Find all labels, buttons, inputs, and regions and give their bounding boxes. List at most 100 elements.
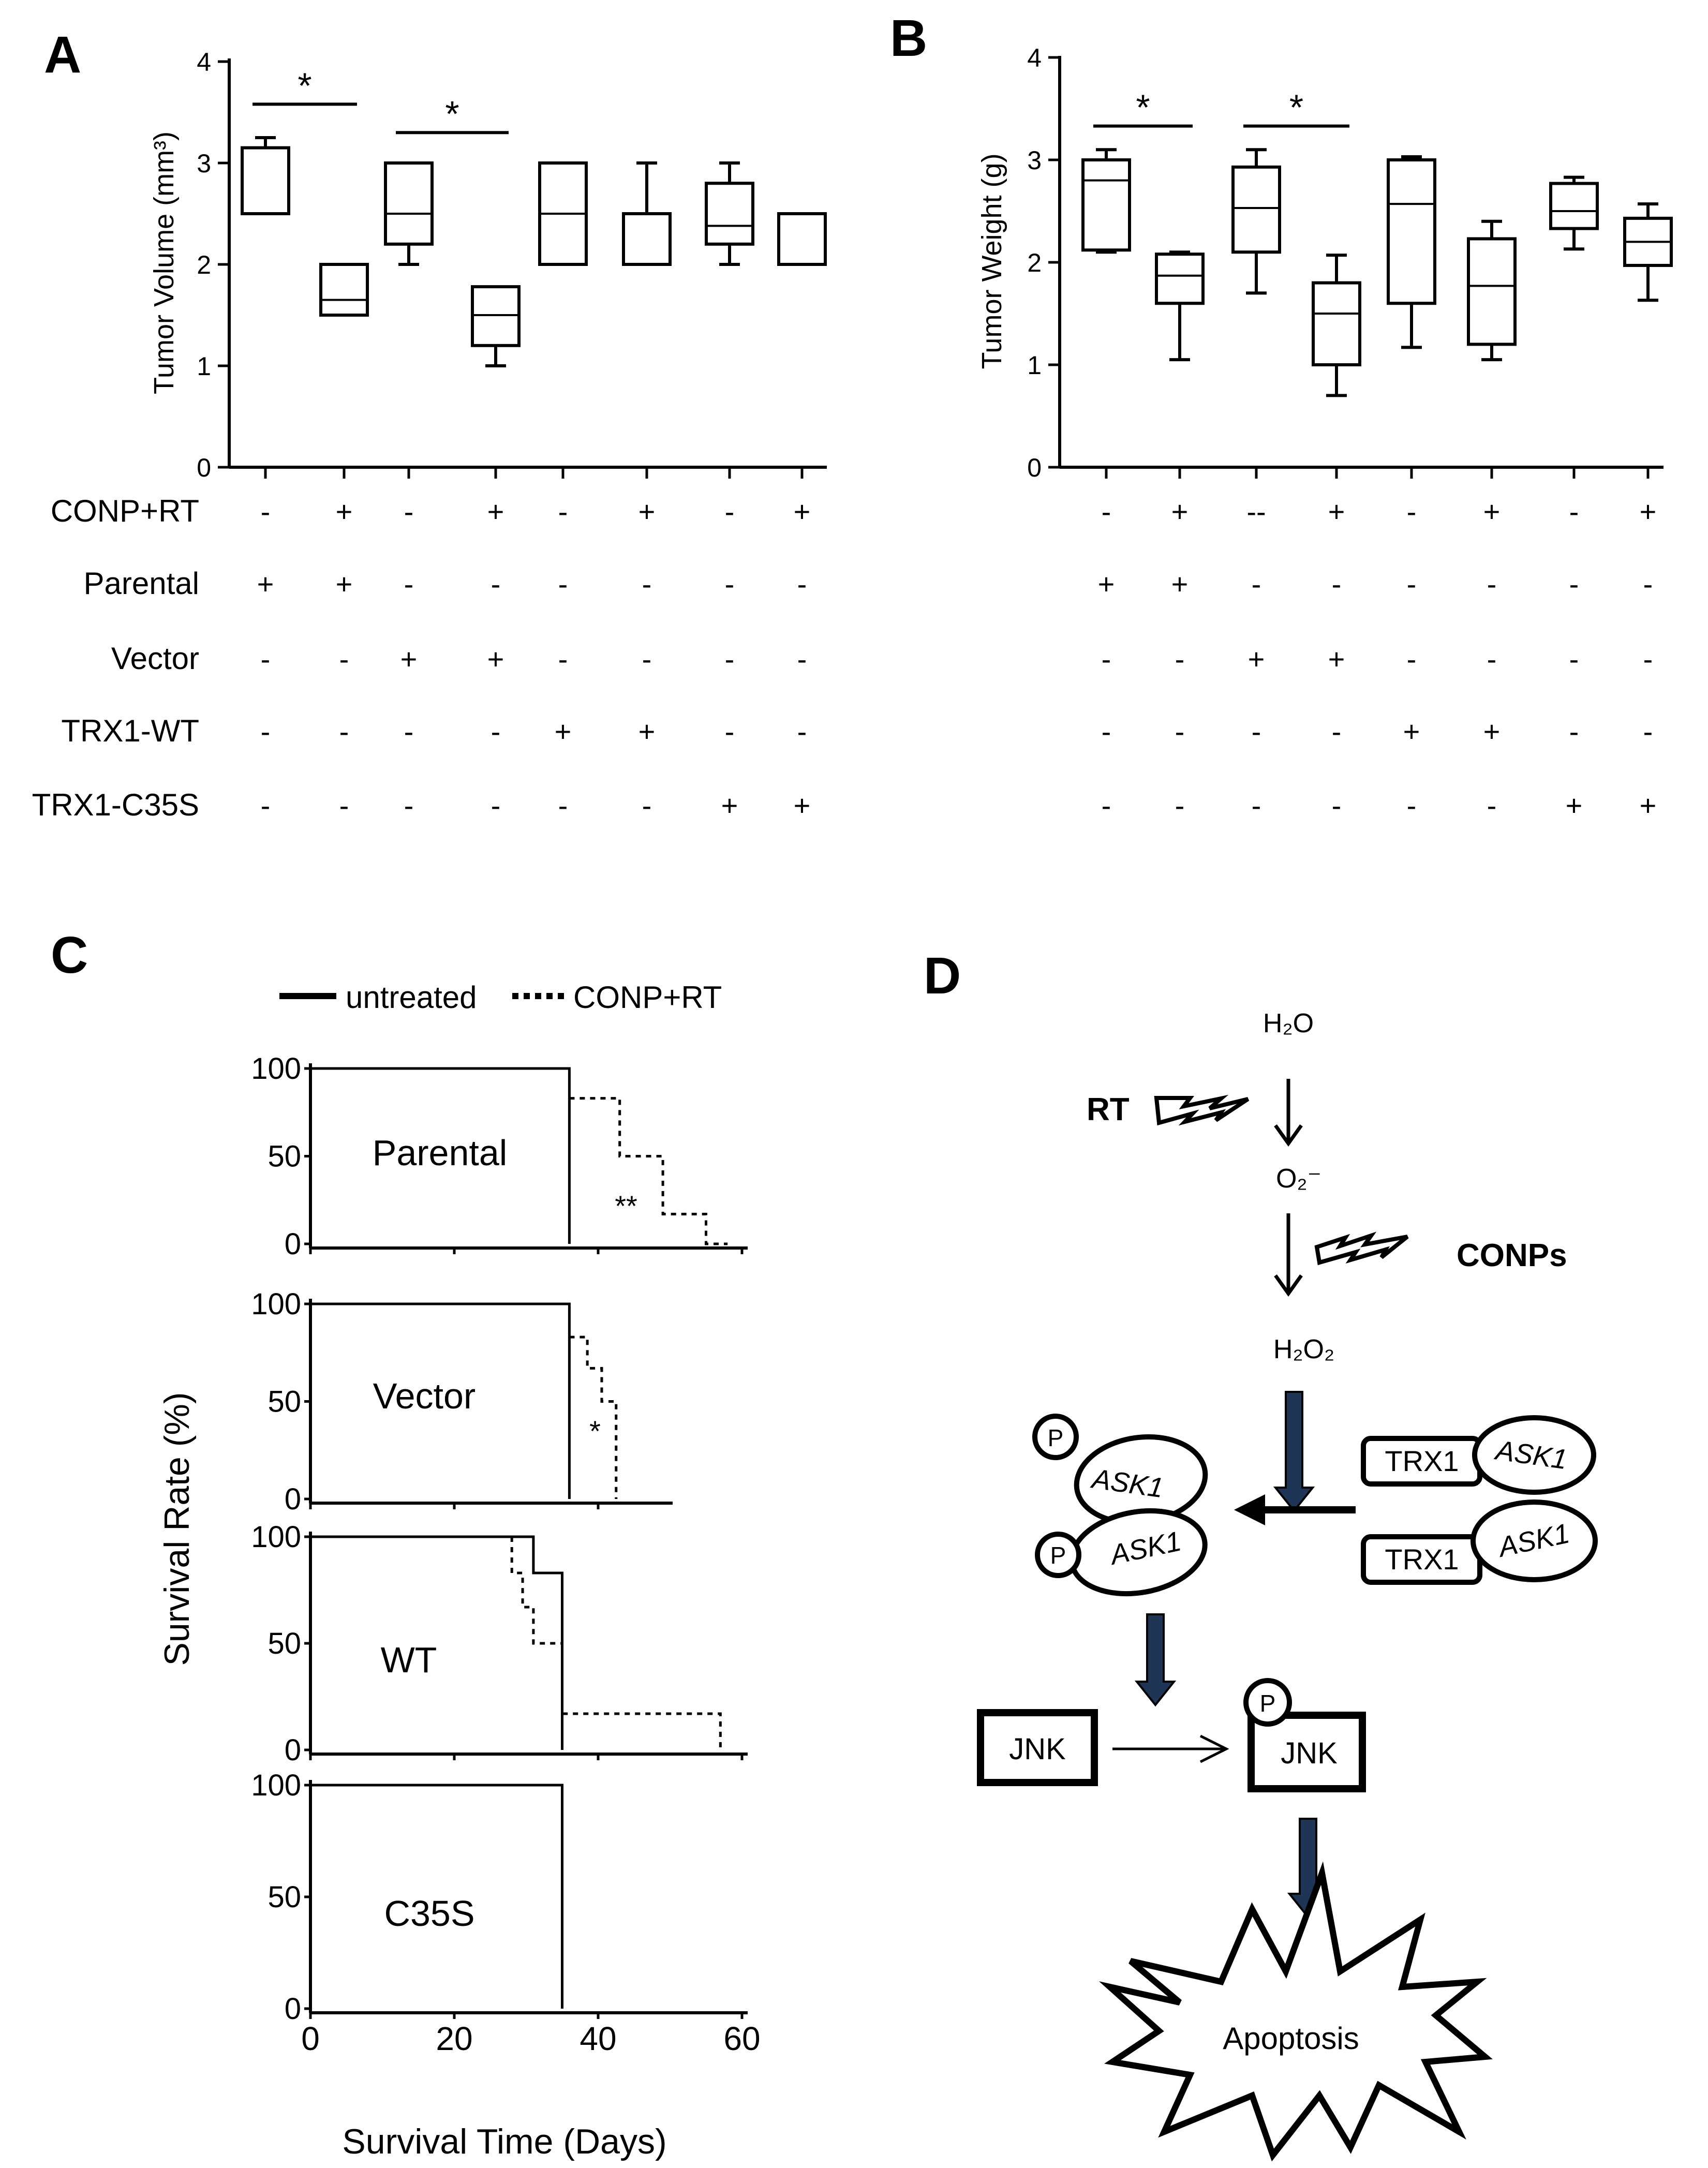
panel-c-y-label: Survival Rate (%) bbox=[157, 1392, 197, 1666]
condition-label-3: TRX1-WT bbox=[61, 714, 199, 748]
condition-4-4: - bbox=[558, 789, 568, 822]
box-iqr bbox=[1549, 182, 1599, 230]
h2o2-label: H₂O₂ bbox=[1273, 1334, 1334, 1364]
apoptosis-starburst-icon bbox=[1098, 1861, 1493, 2162]
condition-4-3: - bbox=[491, 789, 501, 822]
y-tick-label-2: 100 bbox=[251, 1287, 301, 1321]
trx1-label-2: TRX1 bbox=[1385, 1543, 1459, 1576]
condition-4-2: - bbox=[404, 789, 414, 822]
condition-1-2: - bbox=[404, 568, 414, 600]
significance-star-2: * bbox=[1289, 87, 1303, 128]
jnk-label-2: JNK bbox=[1281, 1736, 1338, 1770]
rt-lightning-icon bbox=[1154, 1094, 1250, 1126]
panel-c-x-label: Survival Time (Days) bbox=[342, 2122, 666, 2161]
condition-4-0: - bbox=[261, 789, 271, 822]
series-conp-rt bbox=[510, 1537, 722, 1750]
y-tick-label-2: 100 bbox=[251, 1769, 301, 1802]
condition-4-1: - bbox=[339, 789, 349, 822]
b-box-3 bbox=[1231, 148, 1281, 295]
panel-c-legend: untreated CONP+RT bbox=[279, 980, 722, 1015]
a-box-1 bbox=[241, 136, 290, 216]
condition-2-4: - bbox=[558, 643, 568, 675]
p-label-jnk: P bbox=[1260, 1690, 1276, 1717]
condition-2-1: - bbox=[339, 643, 349, 675]
b-y-tick-label-1: 1 bbox=[1027, 351, 1042, 380]
y-tick-label-0: 0 bbox=[285, 1992, 301, 2026]
condition-0-2: -- bbox=[1246, 495, 1266, 528]
panel-a-boxes bbox=[241, 136, 827, 367]
subplot-label: C35S bbox=[384, 1893, 474, 1934]
panel-label-b: B bbox=[890, 9, 927, 67]
significance-annotation: * bbox=[589, 1415, 601, 1447]
conps-lightning-icon bbox=[1314, 1231, 1409, 1266]
condition-3-1: - bbox=[339, 715, 349, 748]
condition-2-7: - bbox=[797, 643, 807, 675]
condition-2-7: - bbox=[1643, 643, 1653, 675]
condition-0-2: - bbox=[404, 495, 414, 528]
condition-1-1: + bbox=[336, 568, 353, 600]
panel-a-y-label: Tumor Volume (mm³) bbox=[148, 131, 180, 394]
condition-4-6: + bbox=[721, 789, 738, 822]
a-y-tick-label-0: 0 bbox=[197, 453, 211, 482]
condition-3-4: + bbox=[1403, 715, 1420, 748]
condition-0-3: + bbox=[1328, 495, 1345, 528]
b-box-5 bbox=[1387, 155, 1436, 349]
p-label-1: P bbox=[1048, 1424, 1064, 1451]
a-y-tick-label-4: 4 bbox=[197, 48, 211, 77]
a-box-7 bbox=[705, 161, 754, 266]
condition-0-1: + bbox=[336, 495, 353, 528]
condition-4-0: - bbox=[1102, 789, 1111, 822]
condition-label-0: CONP+RT bbox=[51, 494, 199, 528]
condition-3-0: - bbox=[1102, 715, 1111, 748]
panel-label-a: A bbox=[44, 26, 81, 84]
condition-0-0: - bbox=[1102, 495, 1111, 528]
x-tick-label-2: 40 bbox=[580, 2020, 616, 2057]
condition-2-6: - bbox=[1569, 643, 1579, 675]
x-tick-label-1: 20 bbox=[436, 2020, 472, 2057]
panel-b-y-label: Tumor Weight (g) bbox=[976, 153, 1007, 369]
ask1-ellipse-4 bbox=[1471, 1499, 1598, 1582]
condition-2-4: - bbox=[1407, 643, 1417, 675]
condition-3-5: + bbox=[638, 715, 656, 748]
a-box-8 bbox=[777, 212, 827, 266]
o2-label: O₂⁻ bbox=[1276, 1164, 1321, 1194]
condition-2-5: - bbox=[642, 643, 652, 675]
condition-1-0: + bbox=[1098, 568, 1115, 600]
condition-0-6: - bbox=[725, 495, 735, 528]
condition-2-3: + bbox=[1328, 643, 1345, 675]
series-untreated bbox=[310, 1067, 571, 1244]
condition-0-1: + bbox=[1171, 495, 1189, 528]
condition-4-7: + bbox=[794, 789, 811, 822]
panel-label-d: D bbox=[924, 947, 961, 1005]
significance-star-1: * bbox=[298, 65, 311, 106]
apoptosis-label: Apoptosis bbox=[1223, 2021, 1359, 2056]
b-box-1 bbox=[1081, 148, 1131, 254]
x-tick-label-0: 0 bbox=[301, 2020, 320, 2057]
jnk-label-1: JNK bbox=[1009, 1732, 1066, 1766]
condition-2-0: - bbox=[261, 643, 271, 675]
y-tick-label-0: 0 bbox=[285, 1482, 301, 1516]
box-iqr bbox=[1467, 237, 1517, 346]
rt-label: RT bbox=[1087, 1092, 1130, 1127]
a-y-tick-label-2: 2 bbox=[197, 250, 211, 279]
box-iqr bbox=[622, 212, 672, 266]
y-tick-label-2: 100 bbox=[251, 1520, 301, 1554]
b-y-tick-label-2: 2 bbox=[1027, 248, 1042, 277]
p-circle-1 bbox=[1032, 1414, 1079, 1460]
x-tick-label-3: 60 bbox=[723, 2020, 760, 2057]
condition-2-2: + bbox=[400, 643, 418, 675]
box-iqr bbox=[1155, 253, 1205, 305]
b-y-tick-label-4: 4 bbox=[1027, 43, 1042, 72]
condition-4-7: + bbox=[1640, 789, 1657, 822]
condition-0-3: + bbox=[487, 495, 504, 528]
condition-0-7: + bbox=[794, 495, 811, 528]
condition-1-5: - bbox=[642, 568, 652, 600]
condition-1-1: + bbox=[1171, 568, 1189, 600]
p-label-2: P bbox=[1050, 1542, 1066, 1569]
y-tick-label-1: 50 bbox=[268, 1385, 301, 1419]
